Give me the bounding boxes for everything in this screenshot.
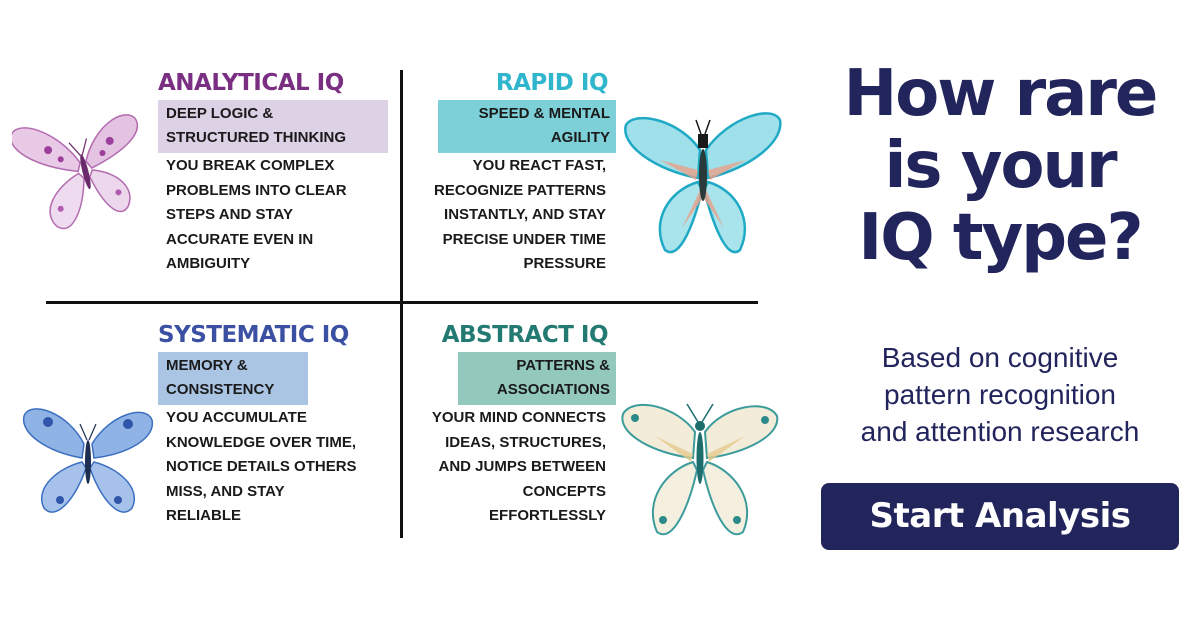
blue-butterfly-icon <box>22 408 154 513</box>
analytical-description-line: YOU BREAK COMPLEX <box>166 157 335 174</box>
headline-line: How rare <box>843 57 1159 131</box>
abstract-description-line: IDEAS, STRUCTURES, <box>445 433 606 451</box>
analytical-description-line: STEPS AND STAY <box>166 206 293 223</box>
systematic-tag-line: MEMORY & <box>166 357 248 374</box>
rapid-description-line: RECOGNIZE PATTERNS <box>434 181 606 199</box>
subline-line: and attention research <box>860 416 1140 447</box>
rapid-description-line: INSTANTLY, AND STAY <box>444 206 606 223</box>
analytical-description-line: ACCURATE EVEN IN <box>166 230 314 248</box>
abstract-description-line: AND JUMPS BETWEEN <box>438 458 606 475</box>
analytical-tag-line: DEEP LOGIC & <box>166 105 274 122</box>
start-analysis-button[interactable]: Start Analysis <box>821 483 1179 550</box>
abstract-tag: PATTERNS & ASSOCIATIONS <box>458 352 616 405</box>
rapid-tag-line: AGILITY <box>550 129 610 146</box>
abstract-description-line: EFFORTLESSLY <box>489 507 606 524</box>
analytical-description-line: AMBIGUITY <box>166 255 251 272</box>
turquoise-butterfly-icon <box>624 112 782 254</box>
analytical-description-line: PROBLEMS INTO CLEAR <box>166 181 347 199</box>
abstract-title: ABSTRACT IQ <box>441 322 609 348</box>
subline: Based on cognitive pattern recognition a… <box>800 339 1200 450</box>
quadrant-systematic: SYSTEMATIC IQ MEMORY & CONSISTENCY YOU A… <box>158 321 398 529</box>
rapid-tag-line: SPEED & MENTAL <box>478 105 610 122</box>
rapid-description-line: PRESSURE <box>523 255 606 272</box>
abstract-description-line: CONCEPTS <box>522 482 606 500</box>
analytical-title: ANALYTICAL IQ <box>158 70 344 96</box>
horizontal-divider <box>46 301 758 304</box>
systematic-description-line: YOU ACCUMULATE <box>166 409 307 426</box>
quadrant-rapid: RAPID IQ SPEED & MENTAL AGILITY YOU REAC… <box>410 69 616 277</box>
teal-butterfly-icon <box>621 403 779 536</box>
systematic-description-line: RELIABLE <box>166 507 241 524</box>
systematic-title: SYSTEMATIC IQ <box>158 322 349 348</box>
abstract-description-line: YOUR MIND CONNECTS <box>431 409 606 426</box>
systematic-description-line: NOTICE DETAILS OTHERS <box>166 458 357 475</box>
abstract-tag-line: PATTERNS & <box>516 357 610 374</box>
systematic-description: YOU ACCUMULATE KNOWLEDGE OVER TIME, NOTI… <box>158 406 398 529</box>
systematic-tag-line: CONSISTENCY <box>166 381 275 398</box>
subline-line: Based on cognitive <box>881 342 1119 373</box>
headline: How rare is your IQ type? <box>800 58 1200 274</box>
vertical-divider <box>400 70 403 538</box>
systematic-description-line: KNOWLEDGE OVER TIME, <box>166 433 357 451</box>
rapid-description: YOU REACT FAST, RECOGNIZE PATTERNS INSTA… <box>410 154 616 277</box>
quadrant-abstract: ABSTRACT IQ PATTERNS & ASSOCIATIONS YOUR… <box>406 321 616 529</box>
headline-line: is your <box>884 129 1117 203</box>
headline-line: IQ type? <box>858 201 1143 275</box>
abstract-description: YOUR MIND CONNECTS IDEAS, STRUCTURES, AN… <box>406 406 616 529</box>
rapid-tag: SPEED & MENTAL AGILITY <box>438 100 616 153</box>
analytical-tag: DEEP LOGIC & STRUCTURED THINKING <box>158 100 388 153</box>
analytical-description: YOU BREAK COMPLEX PROBLEMS INTO CLEAR ST… <box>158 154 398 277</box>
subline-line: pattern recognition <box>884 379 1116 410</box>
systematic-tag: MEMORY & CONSISTENCY <box>158 352 308 405</box>
quadrant-analytical: ANALYTICAL IQ DEEP LOGIC & STRUCTURED TH… <box>158 69 398 277</box>
systematic-description-line: MISS, AND STAY <box>166 482 285 500</box>
analytical-tag-line: STRUCTURED THINKING <box>166 129 346 146</box>
purple-butterfly-icon <box>12 114 139 230</box>
rapid-description-line: YOU REACT FAST, <box>472 157 606 174</box>
abstract-tag-line: ASSOCIATIONS <box>496 381 610 398</box>
rapid-description-line: PRECISE UNDER TIME <box>442 230 606 248</box>
rapid-title: RAPID IQ <box>495 70 609 96</box>
